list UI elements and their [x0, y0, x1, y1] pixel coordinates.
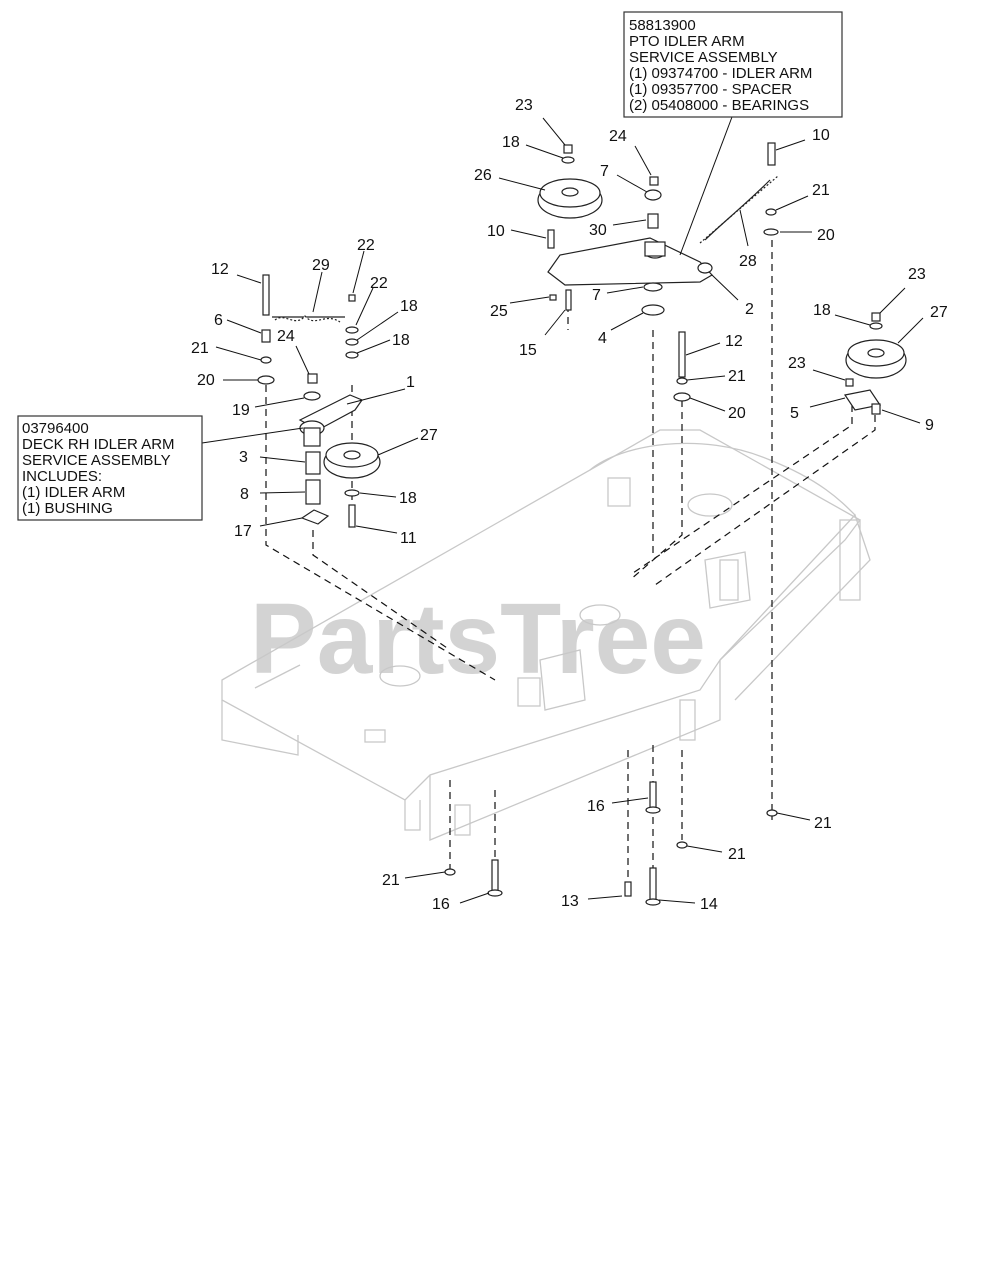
mower-deck: [221, 429, 871, 841]
callout-1: 1: [406, 374, 415, 391]
callout-16-bottom: 16: [432, 896, 450, 913]
callout-23-top: 23: [515, 97, 533, 114]
callout-7-mid: 7: [592, 287, 601, 304]
callout-18-left-mid: 18: [392, 332, 410, 349]
callout-20-left: 20: [197, 372, 215, 389]
rh-box-line-2: DECK RH IDLER ARM: [22, 436, 175, 453]
callout-28: 28: [739, 253, 757, 270]
callout-22-mid: 22: [370, 275, 388, 292]
callout-21-bottom-mid: 21: [728, 846, 746, 863]
pto-box-line-5: (1) 09357700 - SPACER: [629, 81, 792, 98]
pto-idler-assembly-box: 58813900 PTO IDLER ARM SERVICE ASSEMBLY …: [623, 11, 843, 118]
callout-5: 5: [790, 405, 799, 422]
callout-24-left: 24: [277, 328, 295, 345]
callout-30: 30: [589, 222, 607, 239]
callout-21-left: 21: [191, 340, 209, 357]
callout-27-right: 27: [930, 304, 948, 321]
rh-box-line-4: INCLUDES:: [22, 468, 102, 485]
callout-13: 13: [561, 893, 579, 910]
alignment-lines: [265, 240, 876, 880]
callout-18-top: 18: [502, 134, 520, 151]
callout-14: 14: [700, 896, 718, 913]
callout-26: 26: [474, 167, 492, 184]
pto-box-line-6: (2) 05408000 - BEARINGS: [629, 97, 809, 114]
callout-19: 19: [232, 402, 250, 419]
callout-18-right: 18: [813, 302, 831, 319]
callout-22-top: 22: [357, 237, 375, 254]
callout-29: 29: [312, 257, 330, 274]
callout-12-left: 12: [211, 261, 229, 278]
pto-box-line-3: SERVICE ASSEMBLY: [629, 49, 778, 66]
leader-lines: [201, 116, 924, 904]
callout-numbers: 23 18 26 24 7 30 10 25 15 7 4 2 10 21 20…: [191, 97, 948, 913]
callout-15: 15: [519, 342, 537, 359]
callout-7-top: 7: [600, 163, 609, 180]
callout-11: 11: [400, 530, 417, 547]
callout-25: 25: [490, 303, 508, 320]
callout-6: 6: [214, 312, 223, 329]
callout-21-bottom-right: 21: [814, 815, 832, 832]
callout-20-mid: 20: [728, 405, 746, 422]
pto-box-line-2: PTO IDLER ARM: [629, 33, 745, 50]
watermark-text: PartsTree: [250, 583, 706, 695]
callout-4: 4: [598, 330, 607, 347]
callout-8: 8: [240, 486, 249, 503]
callout-23-mid-right: 23: [788, 355, 806, 372]
callout-23-right: 23: [908, 266, 926, 283]
callout-10-left: 10: [487, 223, 505, 240]
callout-10-right: 10: [812, 127, 830, 144]
rh-box-line-1: 03796400: [22, 420, 89, 437]
callout-3: 3: [239, 449, 248, 466]
rh-box-line-6: (1) BUSHING: [22, 500, 113, 517]
callout-27-left: 27: [420, 427, 438, 444]
callout-2: 2: [745, 301, 754, 318]
callout-24-top: 24: [609, 128, 627, 145]
parts: [257, 142, 907, 906]
callout-20-top-right: 20: [817, 227, 835, 244]
callout-21-top-right: 21: [812, 182, 830, 199]
rh-box-line-5: (1) IDLER ARM: [22, 484, 125, 501]
callout-21-bottom-left: 21: [382, 872, 400, 889]
callout-18-left-top: 18: [400, 298, 418, 315]
deck-rh-idler-assembly-box: 03796400 DECK RH IDLER ARM SERVICE ASSEM…: [17, 415, 203, 521]
callout-12-mid: 12: [725, 333, 743, 350]
pto-box-line-4: (1) 09374700 - IDLER ARM: [629, 65, 812, 82]
callout-21-mid: 21: [728, 368, 746, 385]
callout-18-left-bottom: 18: [399, 490, 417, 507]
rh-box-line-3: SERVICE ASSEMBLY: [22, 452, 171, 469]
callout-17: 17: [234, 523, 252, 540]
callout-9: 9: [925, 417, 934, 434]
callout-16-mid: 16: [587, 798, 605, 815]
pto-box-line-1: 58813900: [629, 17, 696, 34]
